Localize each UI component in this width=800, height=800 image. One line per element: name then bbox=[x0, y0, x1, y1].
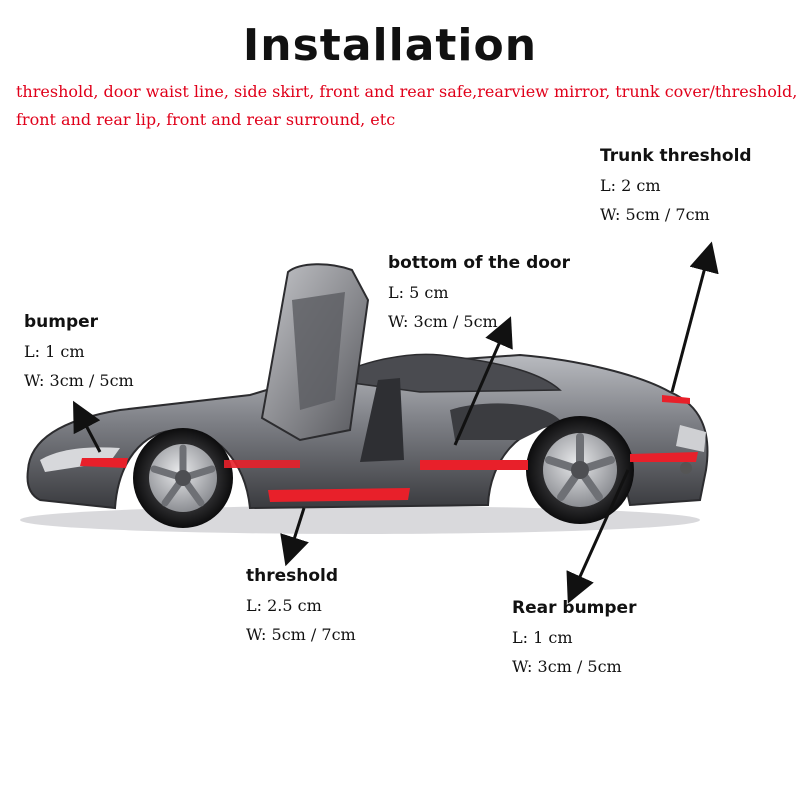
trunk-strip bbox=[662, 395, 690, 404]
bumper-heading: bumper bbox=[24, 312, 99, 332]
subtitle-line-1: threshold, door waist line, side skirt, … bbox=[16, 82, 798, 101]
trunk-threshold-width: W: 5cm / 7cm bbox=[600, 205, 710, 224]
door-bottom-width: W: 3cm / 5cm bbox=[388, 312, 498, 331]
trunk-threshold-heading: Trunk threshold bbox=[600, 146, 752, 166]
threshold-length: L: 2.5 cm bbox=[246, 596, 322, 615]
red-trim-strips bbox=[80, 395, 698, 502]
threshold-heading: threshold bbox=[246, 566, 339, 586]
rear-bumper-length: L: 1 cm bbox=[512, 628, 573, 647]
rear-strip bbox=[630, 452, 698, 462]
rear-bumper-width: W: 3cm / 5cm bbox=[512, 657, 622, 676]
front-wheel bbox=[133, 428, 233, 528]
sports-car-illustration bbox=[20, 263, 709, 534]
bumper-block: bumper L: 1 cm W: 3cm / 5cm bbox=[24, 312, 134, 390]
bumper-arrow-icon bbox=[73, 400, 102, 453]
trunk-threshold-block: Trunk threshold L: 2 cm W: 5cm / 7cm bbox=[600, 146, 752, 224]
page-title: Installation bbox=[242, 20, 538, 71]
bumper-length: L: 1 cm bbox=[24, 342, 85, 361]
rear-bumper-arrow-icon bbox=[566, 469, 630, 604]
door-arrow-icon bbox=[453, 316, 513, 446]
threshold-arrow-icon bbox=[280, 507, 309, 567]
trunk-threshold-length: L: 2 cm bbox=[600, 176, 661, 195]
front-side-strip bbox=[224, 460, 300, 468]
bumper-width: W: 3cm / 5cm bbox=[24, 371, 134, 390]
installation-subtitle: threshold, door waist line, side skirt, … bbox=[16, 78, 798, 134]
subtitle-line-2: front and rear lip, front and rear surro… bbox=[16, 110, 396, 129]
rear-wheel bbox=[526, 416, 634, 524]
threshold-width: W: 5cm / 7cm bbox=[246, 625, 356, 644]
door-bottom-block: bottom of the door L: 5 cm W: 3cm / 5cm bbox=[388, 253, 570, 331]
threshold-block: threshold L: 2.5 cm W: 5cm / 7cm bbox=[246, 566, 356, 644]
door-bottom-length: L: 5 cm bbox=[388, 283, 449, 302]
rear-bumper-heading: Rear bumper bbox=[512, 598, 637, 618]
rear-bumper-block: Rear bumper L: 1 cm W: 3cm / 5cm bbox=[512, 598, 636, 676]
threshold-strip bbox=[268, 488, 410, 502]
door-bottom-strip bbox=[420, 460, 528, 470]
bumper-strip bbox=[80, 458, 128, 468]
door-bottom-heading: bottom of the door bbox=[388, 253, 570, 273]
trunk-arrow-icon bbox=[670, 241, 719, 393]
